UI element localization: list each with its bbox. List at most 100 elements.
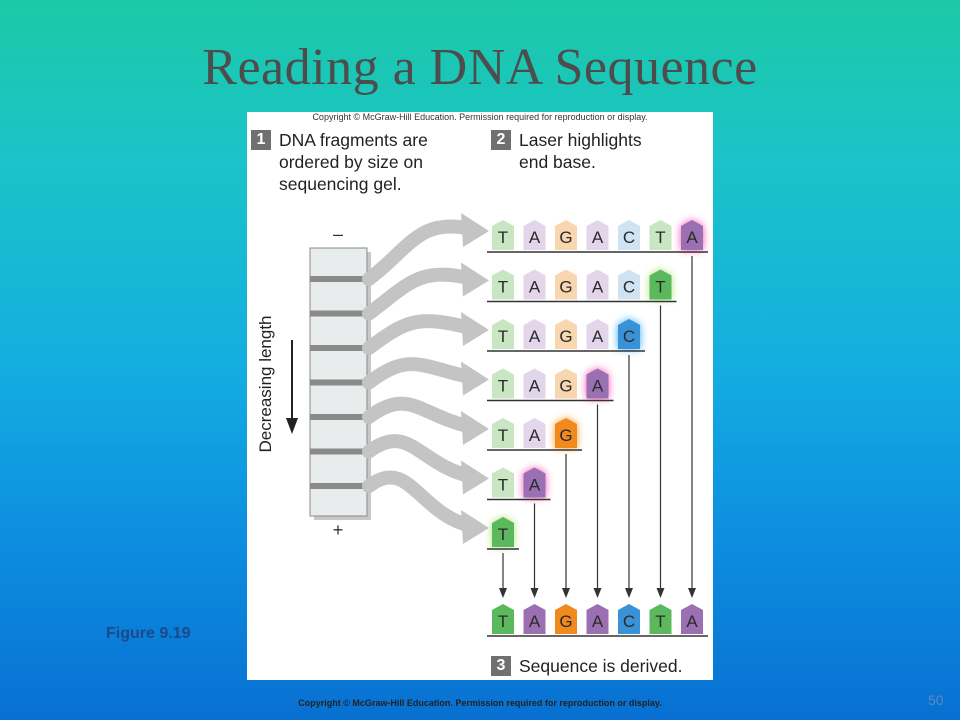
base-letter: T xyxy=(655,228,665,247)
base-tag-C: C xyxy=(618,319,640,349)
step-2-text: Laser highlights end base. xyxy=(519,130,642,172)
slide-footer: Copyright © McGraw-Hill Education. Permi… xyxy=(298,698,662,708)
base-letter: T xyxy=(498,377,508,396)
base-tag-T: T xyxy=(649,269,672,300)
base-letter: T xyxy=(498,525,508,544)
base-letter: C xyxy=(623,278,635,297)
band-to-fragment-arrow xyxy=(362,396,489,445)
base-tag-G: G xyxy=(555,319,577,349)
base-letter: T xyxy=(498,476,508,495)
readout-arrow xyxy=(593,404,602,598)
gel-positive-sign: + xyxy=(333,520,344,540)
gel-band xyxy=(310,345,367,351)
base-letter: T xyxy=(498,612,508,631)
band-to-fragment-arrow xyxy=(362,434,489,495)
base-tag-A: A xyxy=(586,269,609,300)
base-letter: A xyxy=(592,377,604,396)
base-tag-T: T xyxy=(492,368,514,399)
step-1: 1 DNA fragments are ordered by size on s… xyxy=(251,129,481,195)
base-letter: G xyxy=(559,228,572,247)
base-tag-T: T xyxy=(492,319,514,349)
base-letter: T xyxy=(655,278,665,297)
base-letter: G xyxy=(559,278,572,297)
gel-band xyxy=(310,483,367,489)
base-tag-A: A xyxy=(523,319,546,349)
base-tag-A: A xyxy=(681,220,703,250)
base-letter: A xyxy=(686,612,698,631)
fragment-row: T xyxy=(487,517,519,550)
step-3-text: Sequence is derived. xyxy=(519,656,683,676)
base-letter: C xyxy=(623,327,635,346)
base-tag-T: T xyxy=(649,604,672,634)
base-tag-A: A xyxy=(523,220,546,250)
readout-arrow xyxy=(625,355,633,598)
base-tag-G: G xyxy=(555,368,577,399)
base-tag-T: T xyxy=(492,604,514,634)
figure-panel: Copyright © McGraw-Hill Education. Permi… xyxy=(247,112,713,680)
base-letter: A xyxy=(529,426,541,445)
base-tag-G: G xyxy=(555,418,577,448)
gel-band xyxy=(310,276,367,282)
base-tag-T: T xyxy=(492,269,514,300)
base-tag-C: C xyxy=(618,220,640,250)
band-to-fragment-arrow xyxy=(362,470,489,544)
base-letter: A xyxy=(529,377,541,396)
base-letter: C xyxy=(623,612,635,631)
readout-arrow xyxy=(656,305,665,598)
base-letter: T xyxy=(498,426,508,445)
gel-band xyxy=(310,379,367,386)
base-letter: A xyxy=(529,278,541,297)
gel-band xyxy=(310,448,367,455)
gel-band xyxy=(310,310,367,317)
band-to-fragment-arrow xyxy=(362,357,489,396)
base-letter: A xyxy=(686,228,698,247)
base-letter: T xyxy=(498,278,508,297)
base-tag-T: T xyxy=(492,418,514,448)
base-tag-T: T xyxy=(649,220,672,250)
slide-title: Reading a DNA Sequence xyxy=(202,39,758,96)
base-tag-A: A xyxy=(681,604,703,634)
base-letter: G xyxy=(559,426,572,445)
readout-arrow xyxy=(530,503,539,598)
step-2-number: 2 xyxy=(491,130,511,150)
base-letter: A xyxy=(529,228,541,247)
base-tag-A: A xyxy=(523,604,546,634)
readout-arrow xyxy=(688,256,696,598)
base-letter: G xyxy=(559,377,572,396)
base-tag-A: A xyxy=(586,604,609,634)
base-letter: T xyxy=(498,228,508,247)
base-letter: A xyxy=(529,612,541,631)
band-to-fragment-arrow xyxy=(362,262,489,321)
base-letter: A xyxy=(592,228,604,247)
readout-arrow xyxy=(499,553,507,598)
base-letter: A xyxy=(592,327,604,346)
length-arrow-head xyxy=(286,418,298,434)
step-3-number: 3 xyxy=(491,656,511,676)
base-letter: A xyxy=(529,476,541,495)
step-2: 2 Laser highlights end base. xyxy=(491,129,701,173)
base-tag-A: A xyxy=(523,368,546,399)
base-tag-G: G xyxy=(555,220,577,250)
base-letter: C xyxy=(623,228,635,247)
figure-copyright: Copyright © McGraw-Hill Education. Permi… xyxy=(312,112,648,122)
base-tag-A: A xyxy=(586,319,609,349)
base-tag-C: C xyxy=(618,604,640,634)
base-letter: T xyxy=(498,327,508,346)
base-letter: A xyxy=(529,327,541,346)
gel-negative-sign: – xyxy=(333,224,343,244)
base-tag-A: A xyxy=(586,368,609,399)
readout-arrow xyxy=(562,454,570,598)
page-number: 50 xyxy=(928,692,944,708)
base-tag-G: G xyxy=(555,604,577,634)
decreasing-length-label: Decreasing length xyxy=(256,315,275,452)
base-tag-A: A xyxy=(523,418,546,448)
step-3: 3 Sequence is derived. xyxy=(491,655,713,677)
base-tag-A: A xyxy=(586,220,609,250)
step-1-number: 1 xyxy=(251,130,271,150)
